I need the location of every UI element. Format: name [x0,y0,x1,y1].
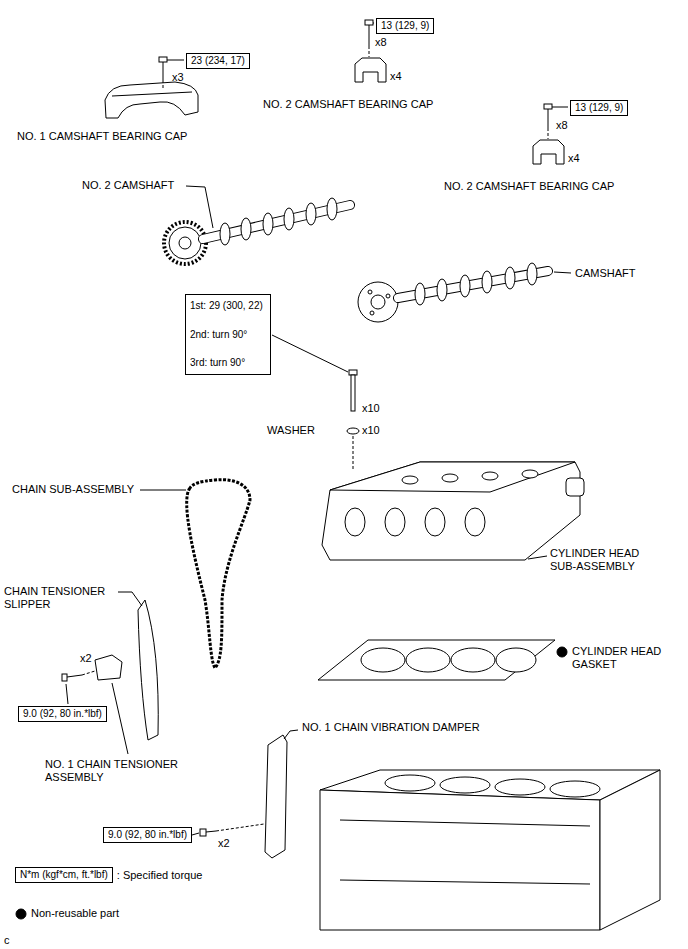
part-label: x2 [218,837,230,850]
torque-box: 9.0 (92, 80 in.*lbf) [103,827,192,843]
torque-text: 1st: 29 (300, 22) [190,300,266,312]
part-label: x4 [568,152,580,165]
torque-text: 9.0 (92, 80 in.*lbf) [108,829,187,841]
part-label: NO. 2 CAMSHAFT BEARING CAP [263,98,433,111]
part-label: CHAIN SUB-ASSEMBLY [12,483,134,496]
torque-text: 9.0 (92, 80 in.*lbf) [23,708,102,720]
torque-text: 2nd: turn 90° [190,329,266,341]
part-label: x10 [362,424,380,437]
torque-box: 9.0 (92, 80 in.*lbf) [18,706,107,722]
part-label: x4 [390,70,402,83]
part-label: NO. 1 CAMSHAFT BEARING CAP [17,130,187,143]
torque-box: 13 (129, 9) [376,18,434,34]
torque-box: 23 (234, 17) [186,53,250,69]
part-label: NO. 1 CHAIN TENSIONER ASSEMBLY [45,758,205,784]
part-label: CYLINDER HEAD GASKET [572,645,682,671]
torque-text: 23 (234, 17) [191,55,245,67]
part-label: CYLINDER HEAD SUB-ASSEMBLY [550,547,660,573]
head-bolts [272,335,359,470]
bearing-caps [105,20,568,164]
torque-box: 1st: 29 (300, 22) 2nd: turn 90° 3rd: turn … [185,294,271,375]
part-label: NO. 2 CAMSHAFT BEARING CAP [444,180,614,193]
part-label: NO. 2 CAMSHAFT [82,179,174,192]
part-label: x8 [556,119,568,132]
cylinder-head [322,462,584,560]
torque-box: N*m (kgf*cm, ft.*lbf) [15,867,113,883]
legend-text: : Specified torque [117,869,203,882]
legend-text: Non-reusable part [31,907,119,920]
torque-text: N*m (kgf*cm, ft.*lbf) [20,869,108,881]
part-label: NO. 1 CHAIN VIBRATION DAMPER [302,721,480,734]
torque-box: 13 (129, 9) [570,100,628,116]
torque-text: 13 (129, 9) [575,102,623,114]
part-label: x10 [362,402,380,415]
torque-text: 13 (129, 9) [381,20,429,32]
gasket-and-block [16,640,660,930]
chain-parts [62,480,298,858]
part-label: c [4,934,10,947]
part-label: WASHER [267,424,315,437]
part-label: x8 [375,36,387,49]
torque-text: 3rd: turn 90° [190,357,266,369]
part-label: CHAIN TENSIONER SLIPPER [4,585,116,611]
part-label: x3 [172,71,184,84]
camshafts [164,186,571,322]
part-label: x2 [80,652,92,665]
part-label: CAMSHAFT [575,267,636,280]
